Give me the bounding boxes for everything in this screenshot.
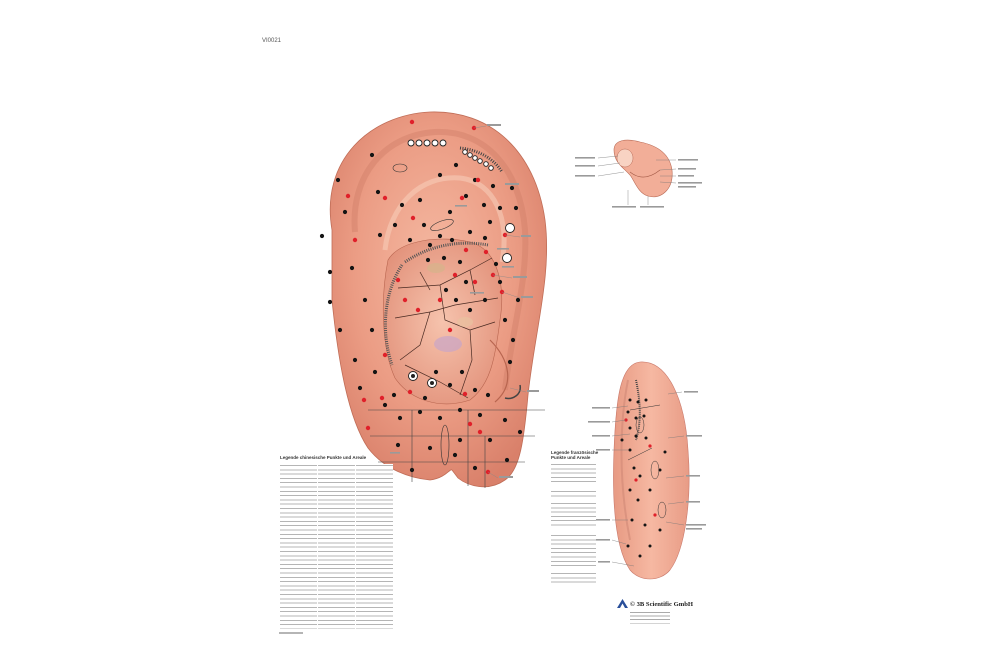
legend-column-1 (280, 464, 317, 629)
side-oval-3 (657, 501, 667, 519)
lobe-separator (504, 384, 521, 400)
heart-area-sketch (434, 336, 462, 352)
concha-area (382, 238, 502, 405)
publisher-address (630, 611, 670, 626)
helix-rim (351, 128, 529, 391)
legend-french-title: Legende französische Punkte und Areale (551, 450, 599, 460)
chart-code: VI0021 (262, 38, 282, 44)
callout-label-marks (390, 124, 539, 478)
callout-lines (473, 125, 527, 479)
legend-french-block-3 (551, 502, 596, 528)
cross-section-shape (613, 139, 673, 198)
legend-chinese-list (280, 464, 395, 629)
helix-hatching (459, 146, 504, 173)
legend-french-block-4 (551, 534, 596, 568)
area-lines (394, 257, 499, 399)
ridge-hatching (383, 264, 404, 366)
cross-section-groove (629, 169, 661, 178)
lobe-grid (368, 409, 545, 488)
cross-section-callouts (597, 155, 677, 205)
side-stroke-1 (629, 404, 661, 411)
cross-section-diagram (575, 139, 702, 208)
open-circle-points (407, 139, 515, 388)
lung-area-sketch (427, 263, 445, 273)
main-ear (319, 111, 548, 488)
ring-points (411, 374, 434, 385)
side-view-fold (620, 379, 631, 541)
ridge-hatching-top (404, 241, 489, 264)
side-hatch (635, 379, 641, 441)
legend-french-block-5 (551, 572, 596, 584)
antihelix-fold (382, 175, 507, 263)
publisher-name: © 3B Scientific GmbH (630, 601, 693, 608)
legend-column-2 (318, 464, 355, 629)
ear-side-view (588, 361, 706, 580)
black-points (319, 152, 523, 473)
footer-note-marks (279, 632, 303, 634)
area-oval-3 (392, 163, 408, 173)
side-oval-1 (635, 416, 645, 434)
side-view-outline (613, 361, 690, 580)
side-label-marks (588, 391, 706, 563)
cross-section-fold (616, 148, 634, 168)
side-stroke-2 (627, 447, 653, 461)
side-callouts (611, 391, 685, 567)
area-oval-1 (430, 219, 454, 231)
area-oval-2 (440, 424, 450, 466)
cross-section-label-marks (575, 157, 702, 208)
legend-column-3 (356, 464, 393, 629)
legend-french-block-2 (551, 490, 596, 498)
side-black-points (620, 398, 667, 558)
legend-french-block-1 (551, 463, 596, 483)
stomach-area-sketch (457, 317, 473, 327)
brand-logo-icon (617, 599, 628, 608)
legend-chinese-title: Legende chinesische Punkte und Areale (280, 455, 367, 460)
antitragus-curve (489, 339, 509, 403)
